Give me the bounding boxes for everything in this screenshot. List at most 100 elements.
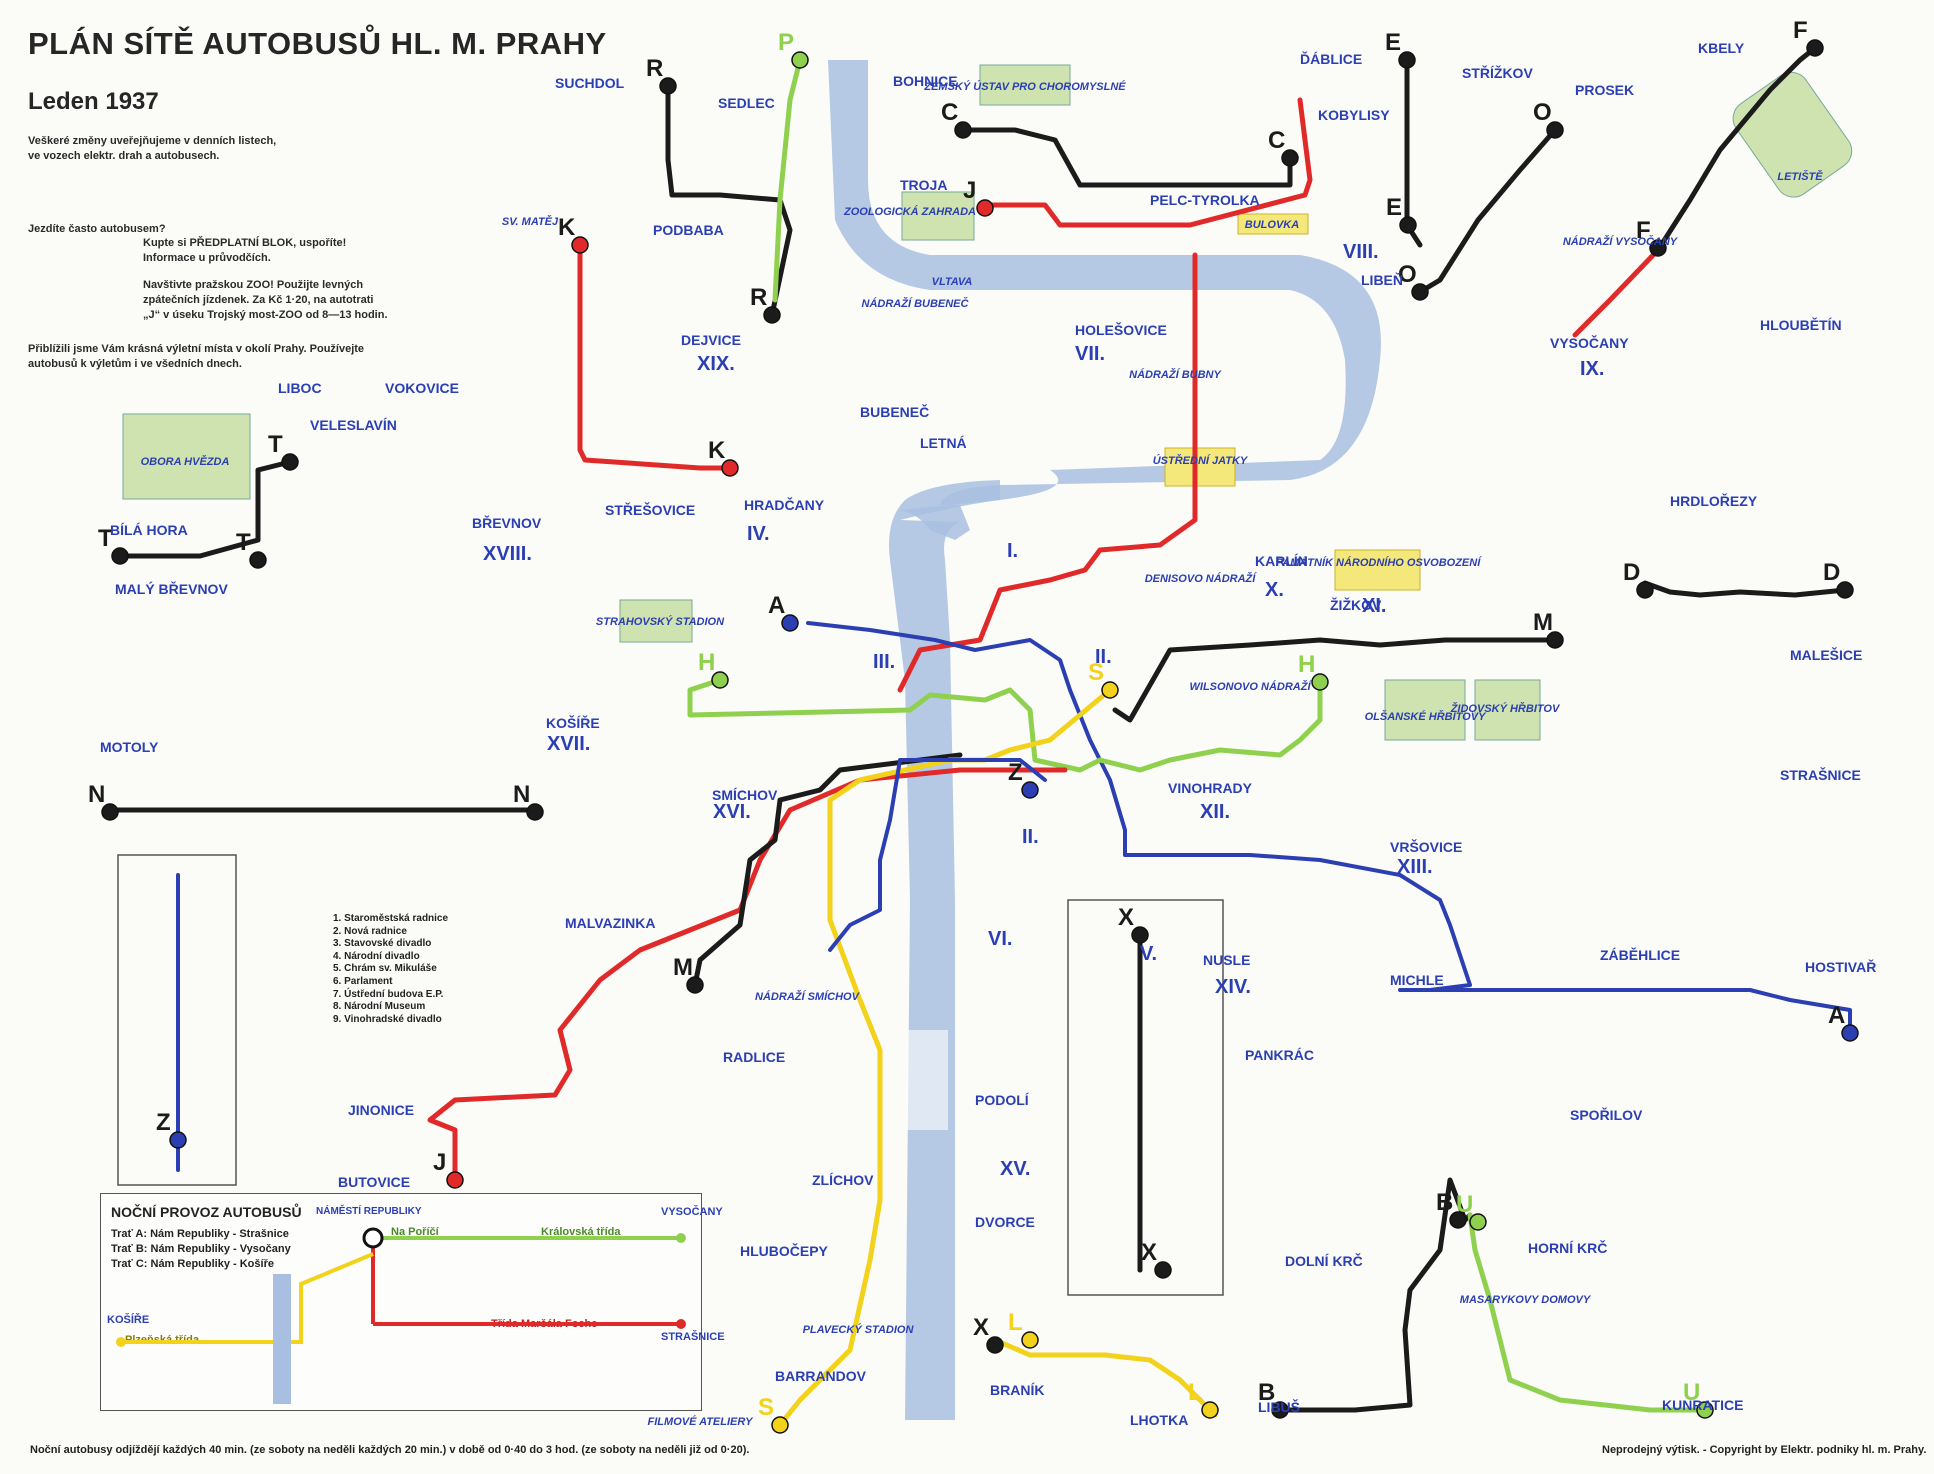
district-label: RADLICE [723, 1049, 785, 1065]
route-t [117, 459, 293, 559]
night-place: NÁMĚSTÍ REPUBLIKY [316, 1206, 422, 1217]
route-d [1642, 580, 1848, 598]
night-place: STRAŠNICE [661, 1331, 725, 1343]
terminal-h-stop [711, 671, 729, 689]
terminal-x-stop [986, 1336, 1004, 1354]
district-label: KARLÍN [1255, 553, 1308, 569]
district-label: VINOHRADY [1168, 780, 1253, 796]
district-numeral: VIII. [1343, 241, 1379, 263]
district-label: HRADČANY [744, 496, 825, 513]
terminal-z-stop [1021, 781, 1039, 799]
terminal-z-label: Z [156, 1109, 171, 1136]
route-f-vysocany [1572, 247, 1661, 338]
district-label: BUTOVICE [338, 1174, 410, 1190]
district-label: PROSEK [1575, 82, 1634, 98]
terminal-b-stop [1271, 1401, 1289, 1419]
district-label: SEDLEC [718, 95, 775, 111]
terminal-l-label: L [1008, 1309, 1023, 1336]
legend-item: 4. Národní divadlo [333, 950, 420, 962]
notice-changes: Veškeré změny uveřejňujeme v denních lis… [28, 135, 277, 162]
terminal-u-label: U [1456, 1191, 1473, 1218]
river-island [906, 1030, 948, 1130]
night-place: KOŠÍŘE [107, 1314, 150, 1326]
route-m [1112, 637, 1558, 723]
route-z-inset-box [117, 854, 237, 1186]
terminal-l-stop [1201, 1401, 1219, 1419]
terminal-n-label: N [513, 781, 530, 808]
terminal-k-label: K [708, 437, 726, 464]
terminal-r-label: R [750, 284, 767, 311]
district-label: NUSLE [1203, 952, 1250, 968]
night-lines-diagram [116, 1227, 686, 1404]
terminal-t-stop [281, 453, 299, 471]
route-h-east [1097, 677, 1323, 773]
route-j-north [982, 97, 1313, 228]
district-label: HLUBOČEPY [740, 1242, 829, 1259]
terminal-h-label: H [698, 649, 715, 676]
terminal-u-label: U [1683, 1379, 1700, 1406]
district-label: STŘÍŽKOV [1462, 64, 1533, 81]
terminal-h-label: H [1298, 651, 1315, 678]
night-line-a: Trať A: Nám Republiky - Strašnice [111, 1228, 289, 1240]
choromyslne-park [979, 64, 1071, 106]
district-label: HLOUBĚTÍN [1760, 316, 1842, 333]
district-label: LIBOC [278, 380, 322, 396]
route-u [1467, 1212, 1708, 1413]
district-label: KOŠÍŘE [546, 714, 600, 731]
district-label: HORNÍ KRČ [1528, 1239, 1607, 1256]
terminal-j-label: J [963, 177, 976, 204]
poi-label: OLŠANSKÉ HŘBITOVY [1365, 710, 1487, 723]
route-a [806, 621, 1852, 1032]
terminal-u-stop [1696, 1401, 1714, 1419]
route-o [1417, 127, 1558, 295]
terminal-a-stop [1841, 1024, 1859, 1042]
legend-item: 1. Staroměstská radnice [333, 913, 449, 924]
terminal-d-stop [1636, 581, 1654, 599]
poi-label: OBORA HVĚZDA [141, 455, 230, 468]
terminal-l-stop [1021, 1331, 1039, 1349]
route-f [1655, 45, 1818, 253]
district-label: HOSTIVAŘ [1805, 958, 1876, 975]
terminal-e-label: E [1386, 194, 1402, 221]
terminal-k-stop [571, 236, 589, 254]
terminal-c-label: C [941, 99, 958, 126]
district-numeral: I. [1007, 540, 1018, 562]
terminal-o-label: O [1533, 99, 1552, 126]
terminal-t-label: T [98, 525, 113, 552]
poi-label: SV. MATĚJ [502, 215, 559, 228]
terminal-a-label: A [768, 592, 785, 619]
district-label: ZÁBĚHLICE [1600, 946, 1680, 963]
terminal-f-stop [1806, 39, 1824, 57]
terminal-n-stop [526, 803, 544, 821]
district-numeral: XIV. [1215, 976, 1251, 998]
district-numeral: III. [873, 651, 895, 673]
terminal-d-label: D [1623, 559, 1640, 586]
district-label: VELESLAVÍN [310, 417, 397, 433]
terminal-z-stop [169, 1131, 187, 1149]
district-label: ĎÁBLICE [1300, 50, 1362, 67]
route-z [828, 758, 1047, 952]
district-numeral: XIX. [697, 353, 735, 375]
night-line-b: Trať B: Nám Republiky - Vysočany [111, 1243, 291, 1255]
terminal-x-label: X [1118, 904, 1134, 931]
poi-label: ZOOLOGICKÁ ZAHRADA [843, 205, 976, 218]
district-numeral: VI. [988, 928, 1012, 950]
district-numeral: XVIII. [483, 543, 532, 565]
pamatnik-area [1334, 549, 1421, 591]
district-label: MOTOLY [100, 739, 159, 755]
district-label: MALÝ BŘEVNOV [115, 580, 228, 597]
bulovka-area [1237, 213, 1309, 235]
terminal-k-stop [721, 459, 739, 477]
terminal-p-stop [791, 51, 809, 69]
legend-item: 7. Ústřední budova E.P. [333, 988, 444, 1000]
terminal-a-stop [781, 614, 799, 632]
night-place: VYSOČANY [661, 1206, 723, 1218]
district-label: BŘEVNOV [472, 514, 542, 531]
terminal-m-stop [686, 976, 704, 994]
terminal-e-stop [1399, 216, 1417, 234]
poi-label: VLTAVA [932, 276, 973, 288]
notice-question: Jezdíte často autobusem? [28, 223, 166, 235]
district-label: VRŠOVICE [1390, 838, 1462, 855]
poi-label: NÁDRAŽÍ BUBENEČ [862, 297, 970, 310]
